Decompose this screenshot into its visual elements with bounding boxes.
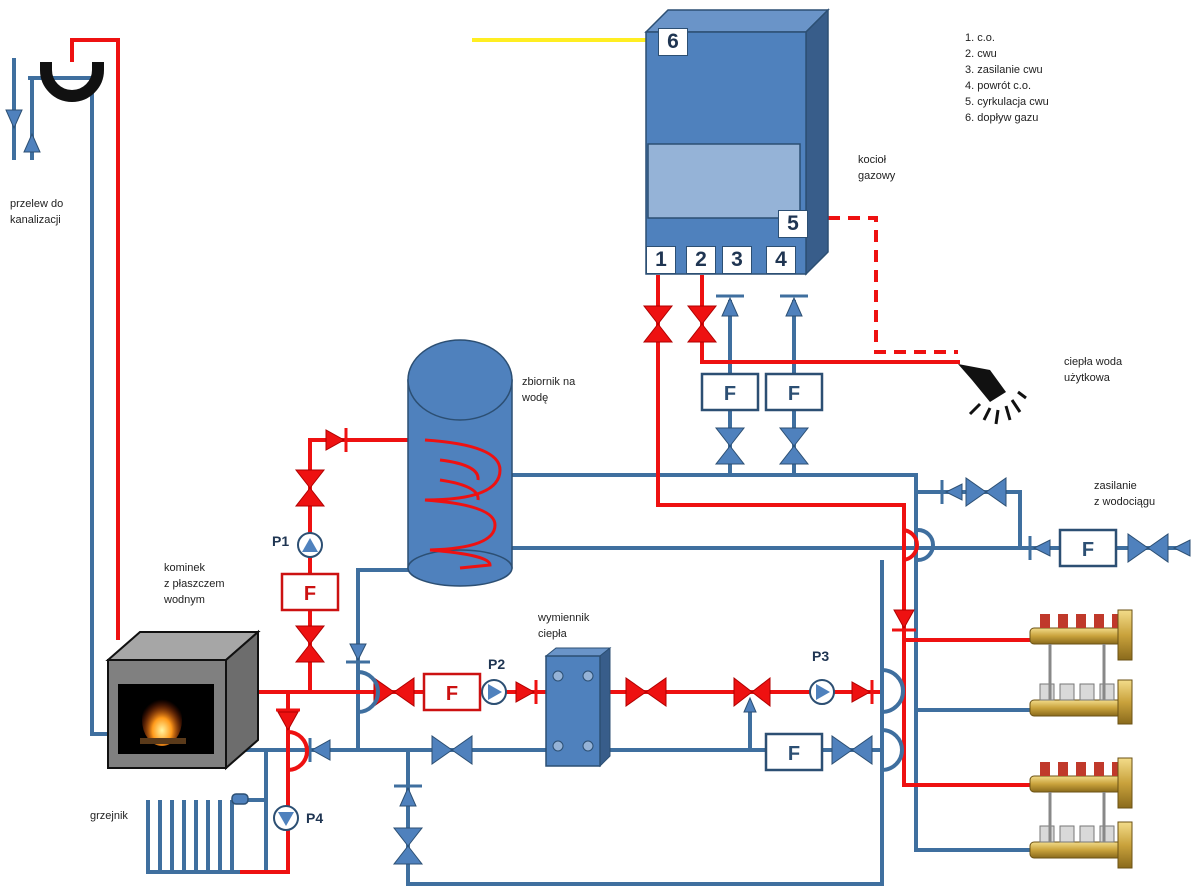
filter-icon — [280, 572, 340, 612]
check-valve-icon — [1032, 539, 1051, 557]
filter-label: F — [304, 583, 316, 605]
valves-hot — [276, 305, 916, 732]
port-1: 1 — [646, 246, 676, 274]
fire-icon — [142, 694, 182, 746]
legend-item: 3. zasilanie cwu — [965, 64, 1043, 76]
check-valve-icon — [893, 609, 915, 630]
gas-boiler — [644, 8, 830, 276]
filter-label: F — [1082, 539, 1094, 561]
valve-icon — [778, 427, 810, 465]
siphon-icon — [40, 62, 104, 102]
check-valve-icon — [399, 786, 417, 807]
legend-item: 5. cyrkulacja cwu — [965, 96, 1049, 108]
valve-icon — [1127, 533, 1169, 563]
pump-p4-label: P4 — [306, 810, 324, 826]
filters: F F F F F F — [280, 372, 1118, 772]
label-radiator: grzejnik — [90, 810, 128, 822]
check-valve-icon — [277, 711, 299, 732]
shower-icon — [958, 364, 1027, 425]
check-valve-icon — [310, 739, 331, 761]
check-valve-icon — [944, 483, 963, 501]
filter-icon — [764, 372, 824, 412]
arrow-up-icon — [23, 132, 41, 153]
manifolds — [1029, 609, 1133, 869]
arrow-down-icon — [5, 109, 23, 130]
filter-label: F — [724, 383, 736, 405]
check-valve-icon — [325, 429, 346, 451]
valve-icon — [831, 735, 873, 765]
port-2: 2 — [686, 246, 716, 274]
radiator-icon — [146, 793, 249, 874]
filter-icon — [764, 732, 824, 772]
pump-p1-label: P1 — [272, 533, 290, 549]
check-valve-icon — [349, 643, 367, 662]
port-4: 4 — [766, 246, 796, 274]
circulation-pipe — [808, 216, 958, 354]
fireplace — [105, 629, 261, 771]
legend-item: 2. cwu — [965, 48, 997, 60]
filter-icon — [700, 372, 760, 412]
check-valve-icon — [515, 681, 536, 703]
filter-label: F — [788, 743, 800, 765]
legend-item: 4. powrót c.o. — [965, 80, 1032, 92]
pump-p3-label: P3 — [812, 648, 830, 664]
check-valve-icon — [743, 696, 757, 713]
filter-icon — [422, 672, 482, 712]
filter-label: F — [788, 383, 800, 405]
check-valve-icon — [785, 296, 803, 317]
port-6: 6 — [658, 28, 688, 56]
filter-icon — [1058, 528, 1118, 568]
valve-icon — [714, 427, 746, 465]
valve-icon — [294, 625, 326, 663]
water-tank — [407, 339, 513, 587]
legend: 1. c.o. 2. cwu 3. zasilanie cwu 4. powró… — [965, 30, 1049, 126]
valve-icon — [392, 827, 424, 865]
valve-icon — [625, 677, 667, 707]
port-3: 3 — [722, 246, 752, 274]
valve-icon — [431, 735, 473, 765]
valve-icon — [686, 305, 718, 343]
valve-icon — [965, 477, 1007, 507]
valve-icon — [733, 676, 771, 708]
port-5: 5 — [778, 210, 808, 238]
valve-icon — [294, 469, 326, 507]
manifold-icon — [1029, 757, 1133, 869]
manifold-icon — [1029, 609, 1133, 725]
check-valve-icon — [721, 296, 739, 317]
check-valve-icon — [851, 681, 872, 703]
legend-item: 6. dopływ gazu — [965, 112, 1039, 124]
pumps — [273, 532, 835, 831]
valve-icon — [642, 305, 674, 343]
check-valve-icon — [1172, 539, 1191, 557]
pump-p2-label: P2 — [488, 656, 506, 672]
valves-cold — [308, 294, 1191, 865]
filter-label: F — [446, 683, 458, 705]
pipe-crossings — [287, 528, 935, 772]
heat-exchanger — [544, 646, 612, 768]
legend-item: 1. c.o. — [965, 32, 995, 44]
